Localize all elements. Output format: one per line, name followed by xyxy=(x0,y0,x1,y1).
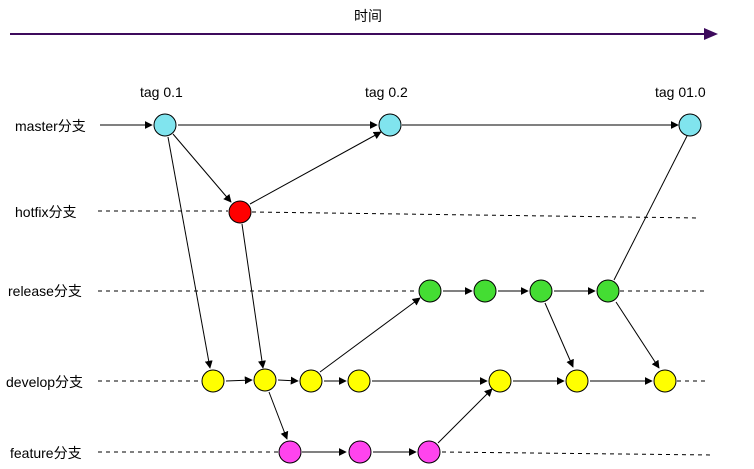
hotfix-lane-right xyxy=(251,211,699,219)
branch-label-master: master分支 xyxy=(15,118,86,134)
tag-label-0-1: tag 0.1 xyxy=(140,84,183,100)
node-feature-2 xyxy=(348,440,372,464)
tag-label-01-0: tag 01.0 xyxy=(655,84,706,100)
node-hotfix-1 xyxy=(228,200,252,224)
arrow-develop-1-2 xyxy=(225,376,253,385)
arrow-hotfix-to-master xyxy=(249,131,382,205)
arrow-release-to-develop-2 xyxy=(615,301,660,369)
arrow-release-to-develop-1 xyxy=(544,302,574,368)
arrow-develop-to-feature xyxy=(268,391,289,440)
arrow-develop-to-release xyxy=(319,297,421,373)
node-release-3 xyxy=(529,279,553,303)
node-develop-3 xyxy=(299,369,323,393)
line-release-to-master xyxy=(613,135,688,281)
node-develop-6 xyxy=(565,369,589,393)
branch-label-hotfix: hotfix分支 xyxy=(15,204,76,220)
node-develop-5 xyxy=(488,369,512,393)
arrow-master-to-develop xyxy=(167,136,213,369)
node-feature-3 xyxy=(417,440,441,464)
node-feature-1 xyxy=(278,440,302,464)
branch-label-develop: develop分支 xyxy=(6,374,83,390)
node-release-1 xyxy=(418,279,442,303)
node-master-2 xyxy=(378,113,402,137)
node-develop-1 xyxy=(201,369,225,393)
branch-label-release: release分支 xyxy=(8,283,82,299)
branch-label-feature: feature分支 xyxy=(10,445,82,461)
node-release-4 xyxy=(596,279,620,303)
node-develop-4 xyxy=(347,369,371,393)
time-axis-label: 时间 xyxy=(354,8,382,24)
node-develop-2 xyxy=(253,368,277,392)
node-master-3 xyxy=(678,113,702,137)
arrow-master-to-hotfix xyxy=(172,133,232,203)
arrow-develop-2-3 xyxy=(277,376,299,385)
node-master-1 xyxy=(153,113,177,137)
feature-lane-right xyxy=(441,451,713,456)
time-axis-arrowhead xyxy=(704,28,718,40)
node-develop-7 xyxy=(653,369,677,393)
tag-label-0-2: tag 0.2 xyxy=(365,84,408,100)
arrow-feature-to-develop xyxy=(437,388,493,444)
node-release-2 xyxy=(473,279,497,303)
arrow-hotfix-to-develop xyxy=(241,223,266,369)
